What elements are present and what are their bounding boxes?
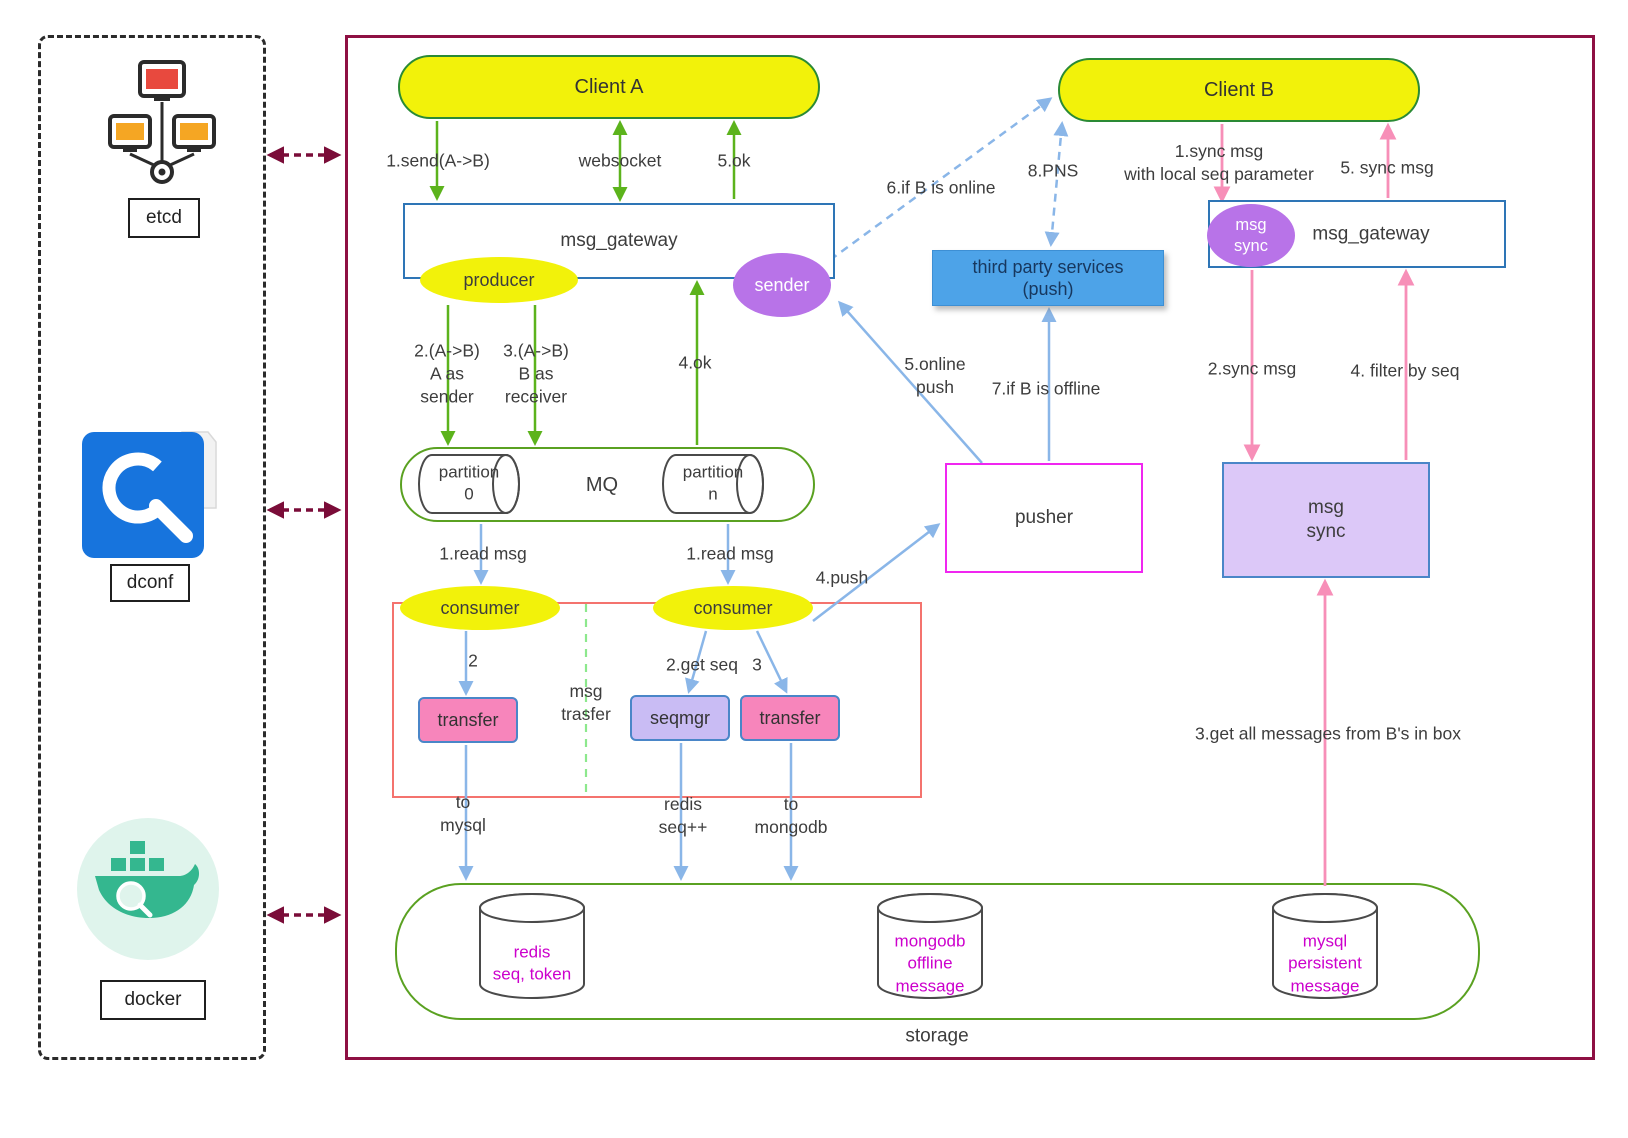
client-b-node: Client B — [1058, 58, 1420, 122]
label-online-push: 5.online push — [904, 353, 966, 397]
etcd-label: etcd — [128, 198, 200, 238]
label-get-all-messages: 3.get all messages from B's in box — [1195, 723, 1461, 744]
label-msg-trasfer: msg trasfer — [561, 680, 611, 724]
label-if-b-offline: 7.if B is offline — [991, 378, 1101, 399]
label-sync-msg-2: 2.sync msg — [1207, 358, 1297, 379]
label-pns: 8.PNS — [1027, 160, 1079, 181]
pusher-node: pusher — [945, 463, 1143, 573]
dconf-icon — [82, 431, 217, 558]
arrow-if-b-online — [829, 97, 1053, 262]
arrow-consumer-transfer-right — [755, 630, 788, 694]
label-websocket: websocket — [578, 150, 662, 171]
msg-gateway-right-label: msg_gateway — [1312, 223, 1430, 245]
etcd-icon — [108, 60, 216, 184]
mysql-cylinder — [1272, 893, 1378, 999]
arrow-consumer-seqmgr — [685, 630, 708, 694]
label-filter-by-seq: 4. filter by seq — [1350, 360, 1460, 381]
label-step2: 2 — [468, 650, 478, 671]
arrow-push — [812, 523, 941, 622]
label-sync-msg-1: 1.sync msg with local seq parameter — [1124, 140, 1314, 184]
dconf-label-text: dconf — [126, 572, 174, 594]
transfer-left-node: transfer — [418, 697, 518, 743]
label-b-as-receiver: 3.(A->B) B as receiver — [503, 340, 569, 407]
partition0-cylinder — [418, 454, 520, 514]
docker-label: docker — [100, 980, 206, 1020]
label-read-msg-right: 1.read msg — [686, 543, 774, 564]
consumer-right-node: consumer — [653, 586, 813, 630]
redis-db-label: redis seq, token — [492, 942, 572, 984]
partition-n-cylinder — [662, 454, 764, 514]
etcd-label-text: etcd — [146, 207, 182, 229]
third-party-services-node: third party services (push) — [932, 250, 1164, 306]
consumer-left-node: consumer — [400, 586, 560, 630]
storage-label: storage — [905, 1025, 969, 1047]
msg-sync-badge: msg sync — [1207, 204, 1295, 267]
label-read-msg-left: 1.read msg — [439, 543, 527, 564]
mysql-db-label: mysql persistent message — [1288, 931, 1362, 996]
producer-node: producer — [420, 257, 578, 303]
label-ok5: 5.ok — [717, 150, 751, 171]
docker-icon — [77, 818, 219, 960]
mq-label: MQ — [585, 473, 619, 496]
transfer-right-node: transfer — [740, 695, 840, 741]
partition0-label: partition 0 — [438, 462, 500, 504]
label-step3: 3 — [752, 654, 762, 675]
seqmgr-node: seqmgr — [630, 695, 730, 741]
partition-n-label: partition n — [682, 462, 744, 504]
arrow-online-push — [838, 300, 983, 464]
label-get-seq: 2.get seq — [666, 654, 738, 675]
client-a-node: Client A — [398, 55, 820, 119]
sender-node: sender — [733, 253, 831, 317]
label-send-ab: 1.send(A->B) — [386, 150, 490, 171]
label-ok4: 4.ok — [678, 352, 712, 373]
docker-label-text: docker — [124, 989, 182, 1011]
arrow-pns — [1044, 121, 1069, 247]
label-redis-seq: redis seq++ — [658, 793, 708, 837]
label-sync-msg-5: 5. sync msg — [1340, 157, 1434, 178]
dconf-label: dconf — [110, 564, 190, 602]
redis-cylinder — [479, 893, 585, 999]
mongodb-cylinder — [877, 893, 983, 999]
label-a-as-sender: 2.(A->B) A as sender — [414, 340, 480, 407]
mongodb-db-label: mongodb offline message — [894, 931, 966, 996]
label-to-mysql: to mysql — [440, 791, 486, 835]
label-to-mongodb: to mongodb — [754, 793, 828, 837]
msg-sync-node: msg sync — [1222, 462, 1430, 578]
label-if-b-online: 6.if B is online — [886, 177, 996, 198]
label-push4: 4.push — [815, 567, 869, 588]
